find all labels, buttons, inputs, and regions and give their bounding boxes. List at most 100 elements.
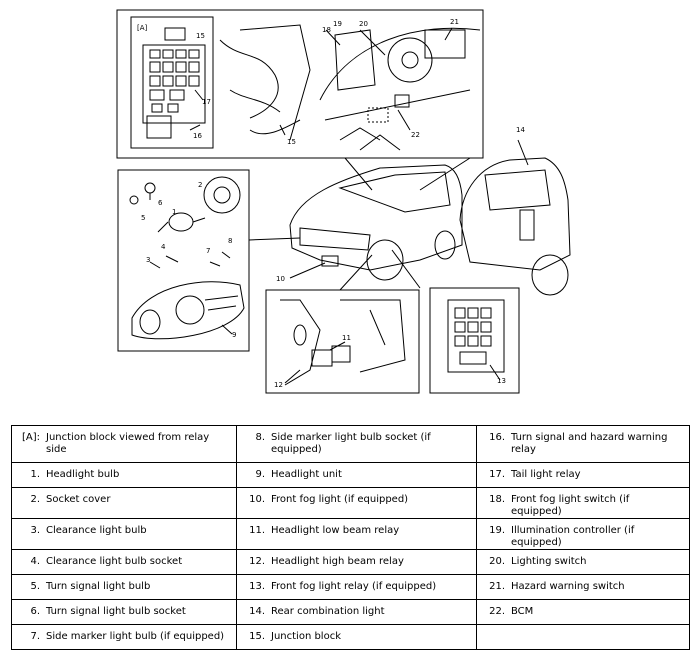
legend-row: 5. Turn signal light bulb 13. Front fog lig…: [11, 574, 690, 600]
legend-cell: [A]:Junction block viewed from relay sid…: [11, 425, 237, 463]
callout-15-dashboard: 15: [287, 138, 296, 146]
legend-item-label: Tail light relay: [511, 469, 581, 480]
legend-cell: 11. Headlight low beam relay: [236, 518, 477, 550]
legend-item-label: Front fog light relay (if equipped): [271, 581, 437, 592]
legend-item-number: 12.: [249, 556, 265, 567]
callout-6: 6: [158, 199, 163, 207]
legend-row: 7. Side marker light bulb (if equipped) 15…: [11, 624, 690, 650]
legend-item-label: Clearance light bulb: [46, 525, 147, 536]
legend-item-number: 14.: [249, 606, 265, 617]
legend-item-label: Lighting switch: [511, 556, 587, 567]
legend-cell: 14. Rear combination light: [236, 599, 477, 625]
legend-cell: [476, 624, 690, 650]
legend-item-number: 19.: [489, 525, 505, 536]
legend-item-label: Side marker light bulb (if equipped): [46, 631, 225, 642]
callout-2: 2: [198, 181, 202, 189]
legend-item-number: 6.: [30, 606, 40, 617]
legend-item-number: 1.: [30, 469, 40, 480]
legend-item-label: Front fog light (if equipped): [271, 494, 409, 505]
legend-item-number: 3.: [30, 525, 40, 536]
legend-item-label: Front fog light switch (if equipped): [511, 494, 630, 517]
legend-cell: 17. Tail light relay: [476, 462, 690, 488]
relay-inset-frame: [265, 289, 420, 394]
legend-item-number: 9.: [255, 469, 265, 480]
legend-item-number: 22.: [489, 606, 505, 617]
legend-cell: 7. Side marker light bulb (if equipped): [11, 624, 237, 650]
callout-12: 12: [274, 381, 283, 389]
legend-item-label: Turn signal and hazard warning relay: [511, 432, 668, 455]
callout-3: 3: [146, 256, 150, 264]
callout-11: 11: [342, 334, 351, 342]
callout-8: 8: [228, 237, 232, 245]
legend-cell: 10. Front fog light (if equipped): [236, 487, 477, 519]
callout-19: 19: [333, 20, 342, 28]
legend-item-number: 15.: [249, 631, 265, 642]
legend-cell: 6. Turn signal light bulb socket: [11, 599, 237, 625]
fusebox-inset-frame: [429, 287, 520, 394]
legend-item-label: Headlight high beam relay: [271, 556, 404, 567]
dashboard-inset-frame: [116, 9, 484, 159]
legend-item-label: Illumination controller (if equipped): [511, 525, 635, 548]
legend-item-label: Headlight low beam relay: [271, 525, 400, 536]
legend-item-label: Headlight unit: [271, 469, 342, 480]
legend-item-label: Turn signal light bulb: [46, 581, 151, 592]
legend-cell: 21. Hazard warning switch: [476, 574, 690, 600]
callout-13: 13: [497, 377, 506, 385]
legend-item-label: Rear combination light: [271, 606, 385, 617]
junction-block-inset-frame: [130, 16, 214, 149]
fusebox-illustration: [447, 299, 505, 373]
legend-cell: 13. Front fog light relay (if equipped): [236, 574, 477, 600]
legend-item-label: BCM: [511, 606, 534, 617]
legend-cell: 12. Headlight high beam relay: [236, 549, 477, 575]
legend-item-number: 8.: [255, 432, 265, 443]
callout-14: 14: [516, 126, 525, 134]
callout-9: 9: [232, 331, 236, 339]
legend-row: [A]:Junction block viewed from relay sid…: [11, 425, 690, 463]
legend-item-number: 11.: [249, 525, 265, 536]
lighting-system-diagram: [A] 15 17 16 15 18 19 20 21 22 14 2 6 5 …: [116, 9, 571, 394]
legend-cell: 1.Headlight bulb: [11, 462, 237, 488]
callout-20: 20: [359, 20, 368, 28]
legend-cell: 18.Front fog light switch (if equipped): [476, 487, 690, 519]
legend-cell: 5. Turn signal light bulb: [11, 574, 237, 600]
callout-1: 1: [172, 208, 176, 216]
callout-16: 16: [193, 132, 202, 140]
legend-item-number: 17.: [489, 469, 505, 480]
legend-item-label: Turn signal light bulb socket: [46, 606, 186, 617]
callout-10: 10: [276, 275, 285, 283]
dashboard-illustration: [319, 27, 481, 151]
legend-item-number: 10.: [249, 494, 265, 505]
legend-row: 1.Headlight bulb 9. Headlight unit 17. Tail …: [11, 462, 690, 488]
legend-item-number: 4.: [30, 556, 40, 567]
legend-row: 6. Turn signal light bulb socket 14. Rear c…: [11, 599, 690, 625]
legend-cell: 2.Socket cover: [11, 487, 237, 519]
headlight-components-illustration: [129, 176, 245, 340]
legend-cell: 9. Headlight unit: [236, 462, 477, 488]
legend-table: [A]:Junction block viewed from relay sid…: [11, 425, 690, 650]
vehicle-rear-illustration: [459, 157, 571, 296]
legend-cell: 20. Lighting switch: [476, 549, 690, 575]
legend-item-number: [A]:: [21, 432, 40, 443]
legend-item-number: 16.: [489, 432, 505, 443]
legend-cell: 4. Clearance light bulb socket: [11, 549, 237, 575]
legend-item-number: 21.: [489, 581, 505, 592]
legend-cell: 19. Illumination controller (if equipped): [476, 518, 690, 550]
legend-item-label: Side marker light bulb socket (if equipp…: [271, 432, 431, 455]
legend-item-number: 13.: [249, 581, 265, 592]
callout-4: 4: [161, 243, 166, 251]
legend-item-number: [477, 625, 511, 631]
legend-item-label: Clearance light bulb socket: [46, 556, 183, 567]
legend-item-number: 20.: [489, 556, 505, 567]
vehicle-front-illustration: [289, 164, 463, 281]
callout-15: 15: [196, 32, 205, 40]
headlight-inset-frame: [117, 169, 250, 352]
legend-item-label: Hazard warning switch: [511, 581, 625, 592]
legend-item-label: Junction block: [271, 631, 341, 642]
callout-21: 21: [450, 18, 459, 26]
legend-item-number: 7.: [30, 631, 40, 642]
legend-item-number: 5.: [30, 581, 40, 592]
legend-item-label: Socket cover: [46, 494, 111, 505]
legend-row: 2.Socket cover 10. Front fog light (if equ…: [11, 487, 690, 519]
relay-illustration: [280, 299, 406, 386]
callout-18: 18: [322, 26, 331, 34]
